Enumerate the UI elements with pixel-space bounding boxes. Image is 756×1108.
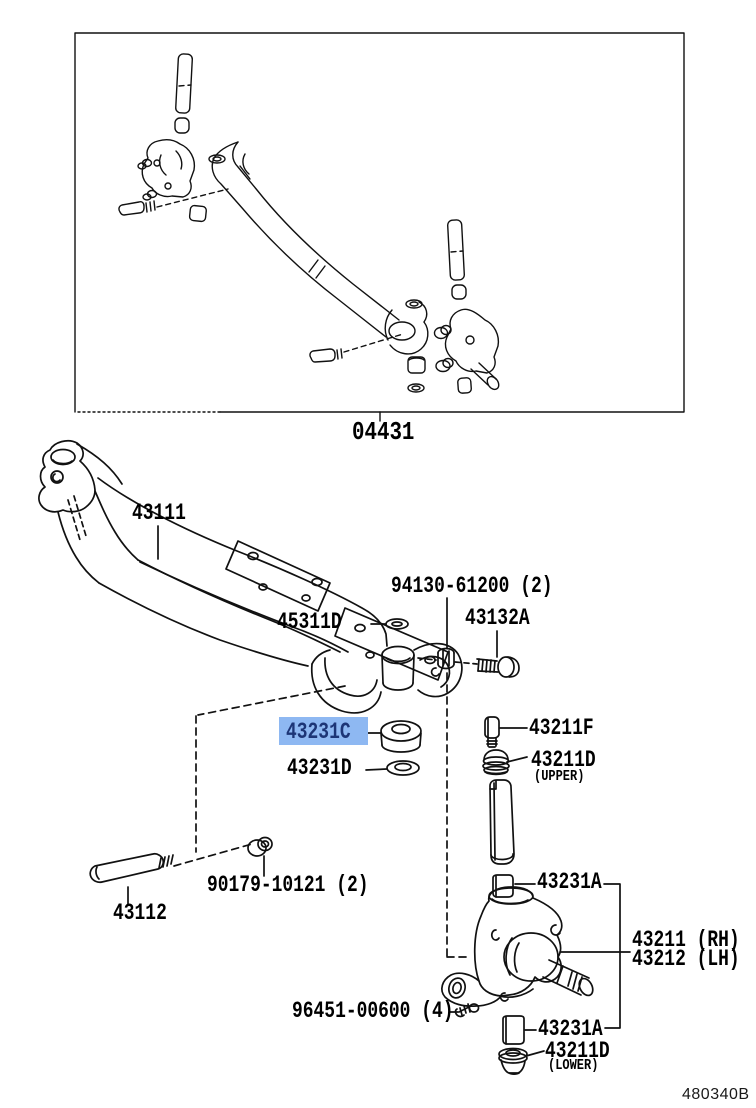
- kit-box-border: [74, 32, 685, 422]
- part-note-lower: (LOWER): [548, 1057, 599, 1074]
- part-label-43212-LH[interactable]: 43212 (LH): [632, 946, 740, 972]
- part-label-43211D-upper[interactable]: 43211D: [531, 747, 596, 773]
- part-label-43231A-lower[interactable]: 43231A: [538, 1016, 603, 1042]
- lock-nut-and-pin-drawing: [89, 836, 273, 884]
- part-label-43211D-lower[interactable]: 43211D: [545, 1038, 610, 1064]
- kit-exploded-beam: [211, 141, 429, 355]
- part-label-43211-RH[interactable]: 43211 (RH): [632, 927, 740, 953]
- bolt-and-nut-drawing: [437, 647, 520, 678]
- part-label-43231A-upper[interactable]: 43231A: [537, 869, 602, 895]
- part-label-96451-00600[interactable]: 96451-00600 (4): [292, 998, 454, 1024]
- axle-beam-drawing: [38, 440, 463, 714]
- cushion-retainer-drawing: [380, 720, 422, 776]
- part-label-43111[interactable]: 43111: [132, 500, 186, 526]
- part-label-94130-61200[interactable]: 94130-61200 (2): [391, 573, 553, 599]
- collar-washer-drawing: [385, 618, 409, 630]
- kingpin-parts-drawing: [482, 716, 528, 1075]
- part-label-90179-10121[interactable]: 90179-10121 (2): [207, 872, 369, 898]
- kit-label-04431[interactable]: 04431: [352, 417, 415, 447]
- part-label-43132A[interactable]: 43132A: [465, 605, 530, 631]
- part-note-upper: (UPPER): [534, 768, 585, 785]
- kit-exploded-right-assembly: [309, 219, 500, 394]
- part-label-43231D[interactable]: 43231D: [287, 755, 352, 781]
- part-label-43211F[interactable]: 43211F: [529, 715, 594, 741]
- highlighted-part-43231C[interactable]: 43231C: [279, 717, 368, 745]
- kit-exploded-left-assembly: [118, 53, 229, 223]
- part-label-45311D[interactable]: 45311D: [277, 609, 342, 635]
- alignment-centerlines: [173, 657, 478, 958]
- part-label-43231C[interactable]: 43231C: [286, 719, 351, 745]
- drawing-code: 480340B: [682, 1086, 750, 1103]
- part-label-43112[interactable]: 43112: [113, 900, 167, 926]
- grease-fitting-drawing: [454, 1003, 480, 1018]
- leader-lines: [127, 525, 631, 1057]
- knuckle-drawing: [441, 886, 594, 1008]
